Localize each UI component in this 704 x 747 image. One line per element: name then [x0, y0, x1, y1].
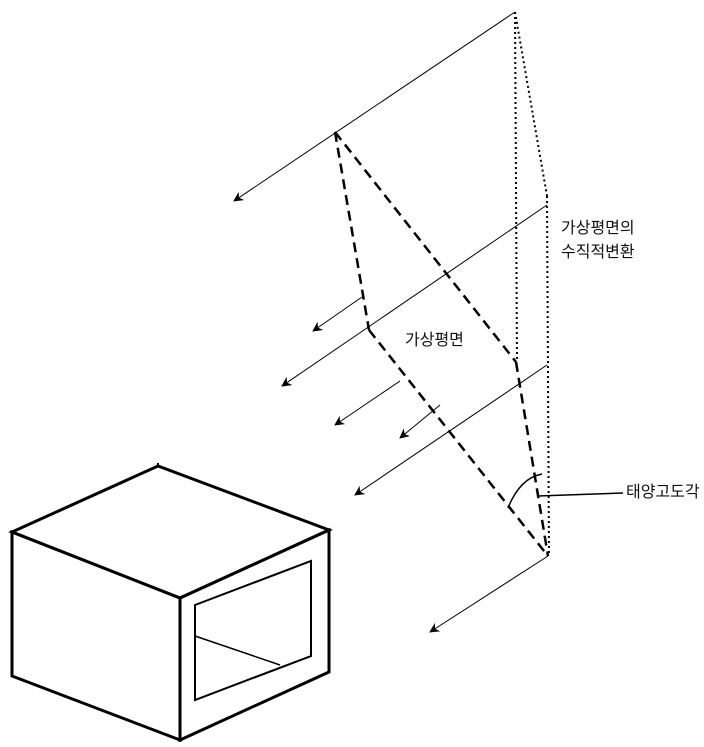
sun-ray-short-1 [312, 297, 362, 332]
solar-altitude-leader [538, 493, 623, 496]
vertical-plane-edge-right [515, 12, 547, 196]
vertical-transform-label-line1: 가상평면의 [561, 218, 635, 237]
building-window [195, 561, 311, 700]
building-window-sunlight-line [195, 636, 280, 665]
sun-ray-top [233, 12, 515, 202]
vertical-transform-plane [515, 12, 549, 556]
virtual-plane [335, 132, 548, 556]
vertical-transform-label-line2: 수직적변환 [561, 242, 635, 261]
solar-altitude-arc [508, 474, 542, 508]
building-side-face [180, 530, 329, 740]
virtual-plane-edge-left [335, 132, 369, 330]
solar-altitude-angle [508, 474, 623, 508]
virtual-plane-label: 가상평면 [402, 328, 467, 352]
sun-rays [233, 12, 548, 633]
building [12, 463, 329, 740]
sun-ray-short-3 [399, 405, 440, 439]
vertical-transform-label: 가상평면의 수직적변환 [561, 216, 635, 264]
sun-ray-3 [354, 365, 547, 496]
vertical-plane-edge-vertical [547, 196, 549, 556]
building-front-face [12, 532, 180, 740]
solar-altitude-label: 태양고도각 [626, 482, 700, 501]
vertical-plane-edge-left [515, 12, 517, 362]
building-top-face [12, 466, 329, 598]
virtual-plane-edge-right [516, 362, 548, 556]
sun-ray-short-2 [334, 381, 400, 426]
virtual-plane-edge-top [335, 132, 516, 362]
sun-ray-bottom [429, 556, 548, 633]
sun-ray-2 [281, 205, 547, 387]
virtual-plane-edge-bottom [369, 330, 548, 556]
